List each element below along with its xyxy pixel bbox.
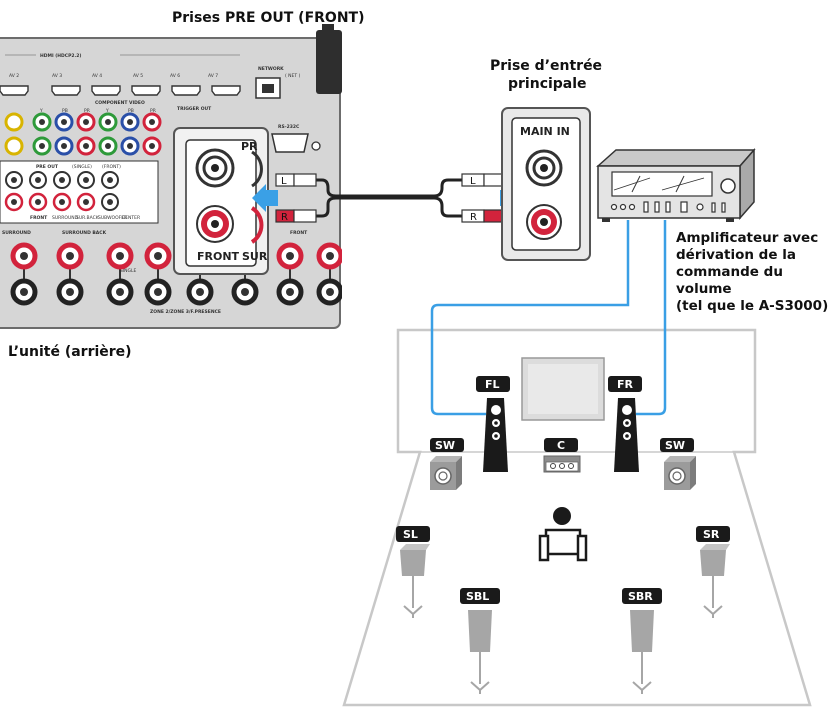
preout-block-label: PRE OUT [36, 164, 59, 170]
av-2-label: AV 2 [9, 73, 19, 79]
svg-text:SURROUND: SURROUND [2, 230, 31, 236]
svg-text:SR: SR [703, 528, 720, 541]
svg-text:SBR: SBR [628, 590, 653, 603]
hdmi-label: HDMI (HDCP2.2) [40, 53, 81, 59]
speaker-sw-left: SW [430, 438, 464, 490]
tv-icon [522, 358, 604, 420]
main-in-label: MAIN IN [520, 125, 570, 138]
main-in-jack-red [527, 205, 561, 239]
svg-text:Amplificateur avec: Amplificateur avec [676, 230, 818, 246]
av-5-label: AV 5 [133, 73, 143, 79]
network-label: NETWORK [258, 66, 284, 72]
main-input-caption-line2: principale [508, 76, 587, 92]
zoom-jack-top [197, 150, 233, 186]
unit-caption: L’unité (arrière) [8, 344, 132, 360]
main-in-jack-white [527, 151, 561, 185]
net-label: ( NET ) [285, 73, 301, 79]
av-4-label: AV 4 [92, 73, 102, 79]
svg-text:R: R [470, 212, 477, 223]
zoom-jack-bottom [197, 206, 233, 242]
rs232c-label: RS-232C [278, 124, 300, 130]
amplifier-caption: Amplificateur avec dérivation de la comm… [676, 230, 828, 314]
svg-text:(SINGLE): (SINGLE) [72, 164, 92, 170]
svg-text:SURROUND BACK: SURROUND BACK [62, 230, 107, 236]
component-video-label: COMPONENT VIDEO [95, 100, 145, 106]
svg-text:(FRONT): (FRONT) [102, 164, 121, 170]
svg-text:FRONT: FRONT [30, 215, 48, 221]
av-6-label: AV 6 [170, 73, 180, 79]
trigger-out-label: TRIGGER OUT [177, 106, 212, 112]
zone-presence-label: ZONE 2/ZONE 3/F.PRESENCE [150, 309, 221, 315]
svg-text:C: C [557, 439, 565, 452]
svg-text:FR: FR [617, 378, 634, 391]
zoom-front-label: FRONT [197, 250, 240, 263]
antenna-icon [316, 30, 342, 94]
svg-text:R: R [281, 212, 288, 223]
svg-text:L: L [470, 176, 476, 187]
av-3-label: AV 3 [52, 73, 62, 79]
svg-text:(tel que le A-S3000): (tel que le A-S3000) [676, 298, 828, 314]
svg-text:commande du: commande du [676, 264, 783, 280]
preout-block [0, 161, 158, 223]
av-7-label: AV 7 [208, 73, 218, 79]
main-in-panel: MAIN IN [502, 108, 590, 260]
main-input-caption-line1: Prise d’entrée [490, 58, 602, 74]
svg-text:FRONT: FRONT [290, 230, 308, 236]
svg-text:SL: SL [403, 528, 418, 541]
svg-text:CENTER: CENTER [122, 215, 140, 221]
svg-text:SURROUND: SURROUND [52, 215, 79, 221]
svg-text:dérivation de la: dérivation de la [676, 247, 796, 263]
preout-zoom-panel: PR FRONT SUR [174, 128, 268, 274]
svg-text:SUR.BACK: SUR.BACK [76, 215, 100, 221]
svg-text:volume: volume [676, 281, 732, 297]
svg-text:SBL: SBL [466, 590, 489, 603]
svg-text:FL: FL [485, 378, 500, 391]
svg-text:SW: SW [665, 439, 685, 452]
speaker-sw-right: SW [660, 438, 696, 490]
svg-text:SW: SW [435, 439, 455, 452]
zoom-pr-label: PR [241, 140, 258, 153]
rs232c-port [272, 134, 308, 152]
svg-text:L: L [281, 176, 287, 187]
zoom-sur-label: SUR [242, 250, 268, 263]
amplifier [598, 150, 754, 222]
preout-title: Prises PRE OUT (FRONT) [172, 10, 364, 26]
